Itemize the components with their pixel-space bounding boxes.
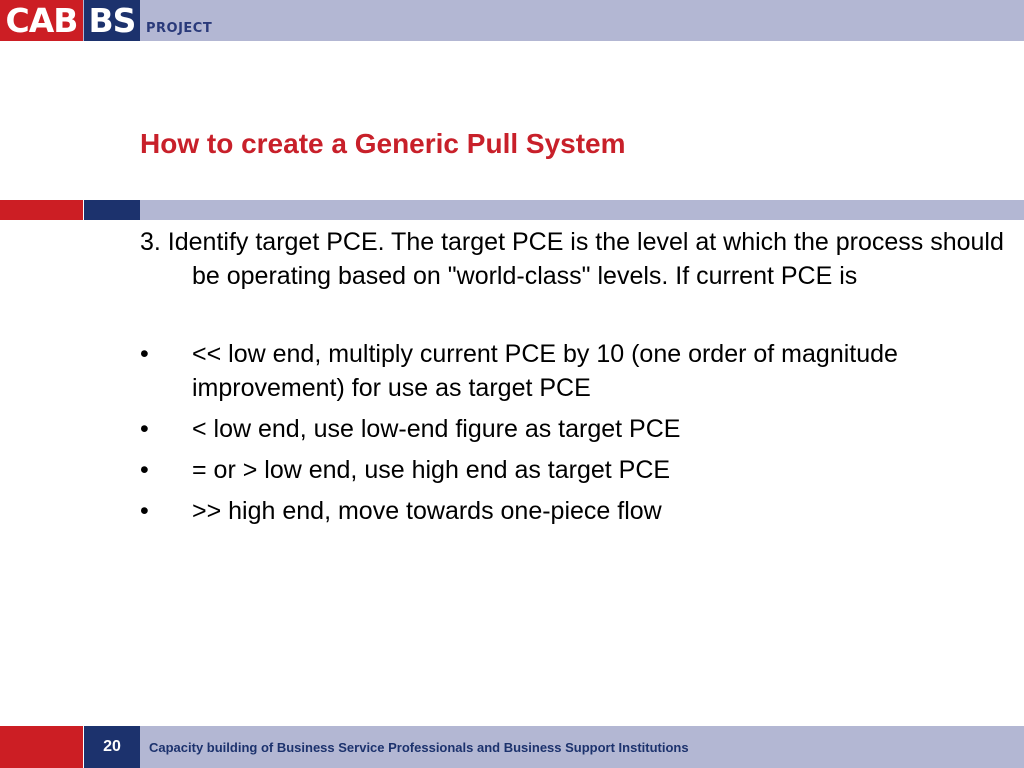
bullet-text: >> high end, move towards one-piece flow <box>192 497 662 525</box>
band-red-segment <box>0 200 83 220</box>
bullet-icon: • <box>140 497 149 525</box>
band-lavender-segment <box>140 200 1024 220</box>
footer-caption: Capacity building of Business Service Pr… <box>149 740 689 755</box>
slide-title: How to create a Generic Pull System <box>140 128 626 159</box>
divider-band <box>0 200 1024 220</box>
slide-body: 3. Identify target PCE. The target PCE i… <box>140 225 1010 535</box>
bullet-icon: • <box>140 456 149 484</box>
bullet-item: • << low end, multiply current PCE by 10… <box>140 337 1010 405</box>
bullet-text: = or > low end, use high end as target P… <box>192 456 671 484</box>
bullet-item: • = or > low end, use high end as target… <box>140 453 1010 487</box>
logo-bs: BS <box>84 0 140 41</box>
bullet-text: < low end, use low-end figure as target … <box>192 415 681 443</box>
intro-paragraph: 3. Identify target PCE. The target PCE i… <box>140 228 1004 290</box>
header-bar: CAB BS PROJECT <box>0 0 1024 41</box>
bullet-item: • < low end, use low-end figure as targe… <box>140 412 1010 446</box>
band-navy-segment <box>84 200 140 220</box>
bullet-list: • << low end, multiply current PCE by 10… <box>140 337 1010 528</box>
logo-project-label: PROJECT <box>146 21 213 36</box>
logo-cab: CAB <box>0 0 83 41</box>
page-number: 20 <box>84 726 140 768</box>
bullet-icon: • <box>140 340 149 368</box>
footer-bar: Capacity building of Business Service Pr… <box>140 726 1024 768</box>
bullet-item: • >> high end, move towards one-piece fl… <box>140 494 1010 528</box>
footer-red-block <box>0 726 83 768</box>
bullet-text: << low end, multiply current PCE by 10 (… <box>192 340 898 402</box>
bullet-icon: • <box>140 415 149 443</box>
